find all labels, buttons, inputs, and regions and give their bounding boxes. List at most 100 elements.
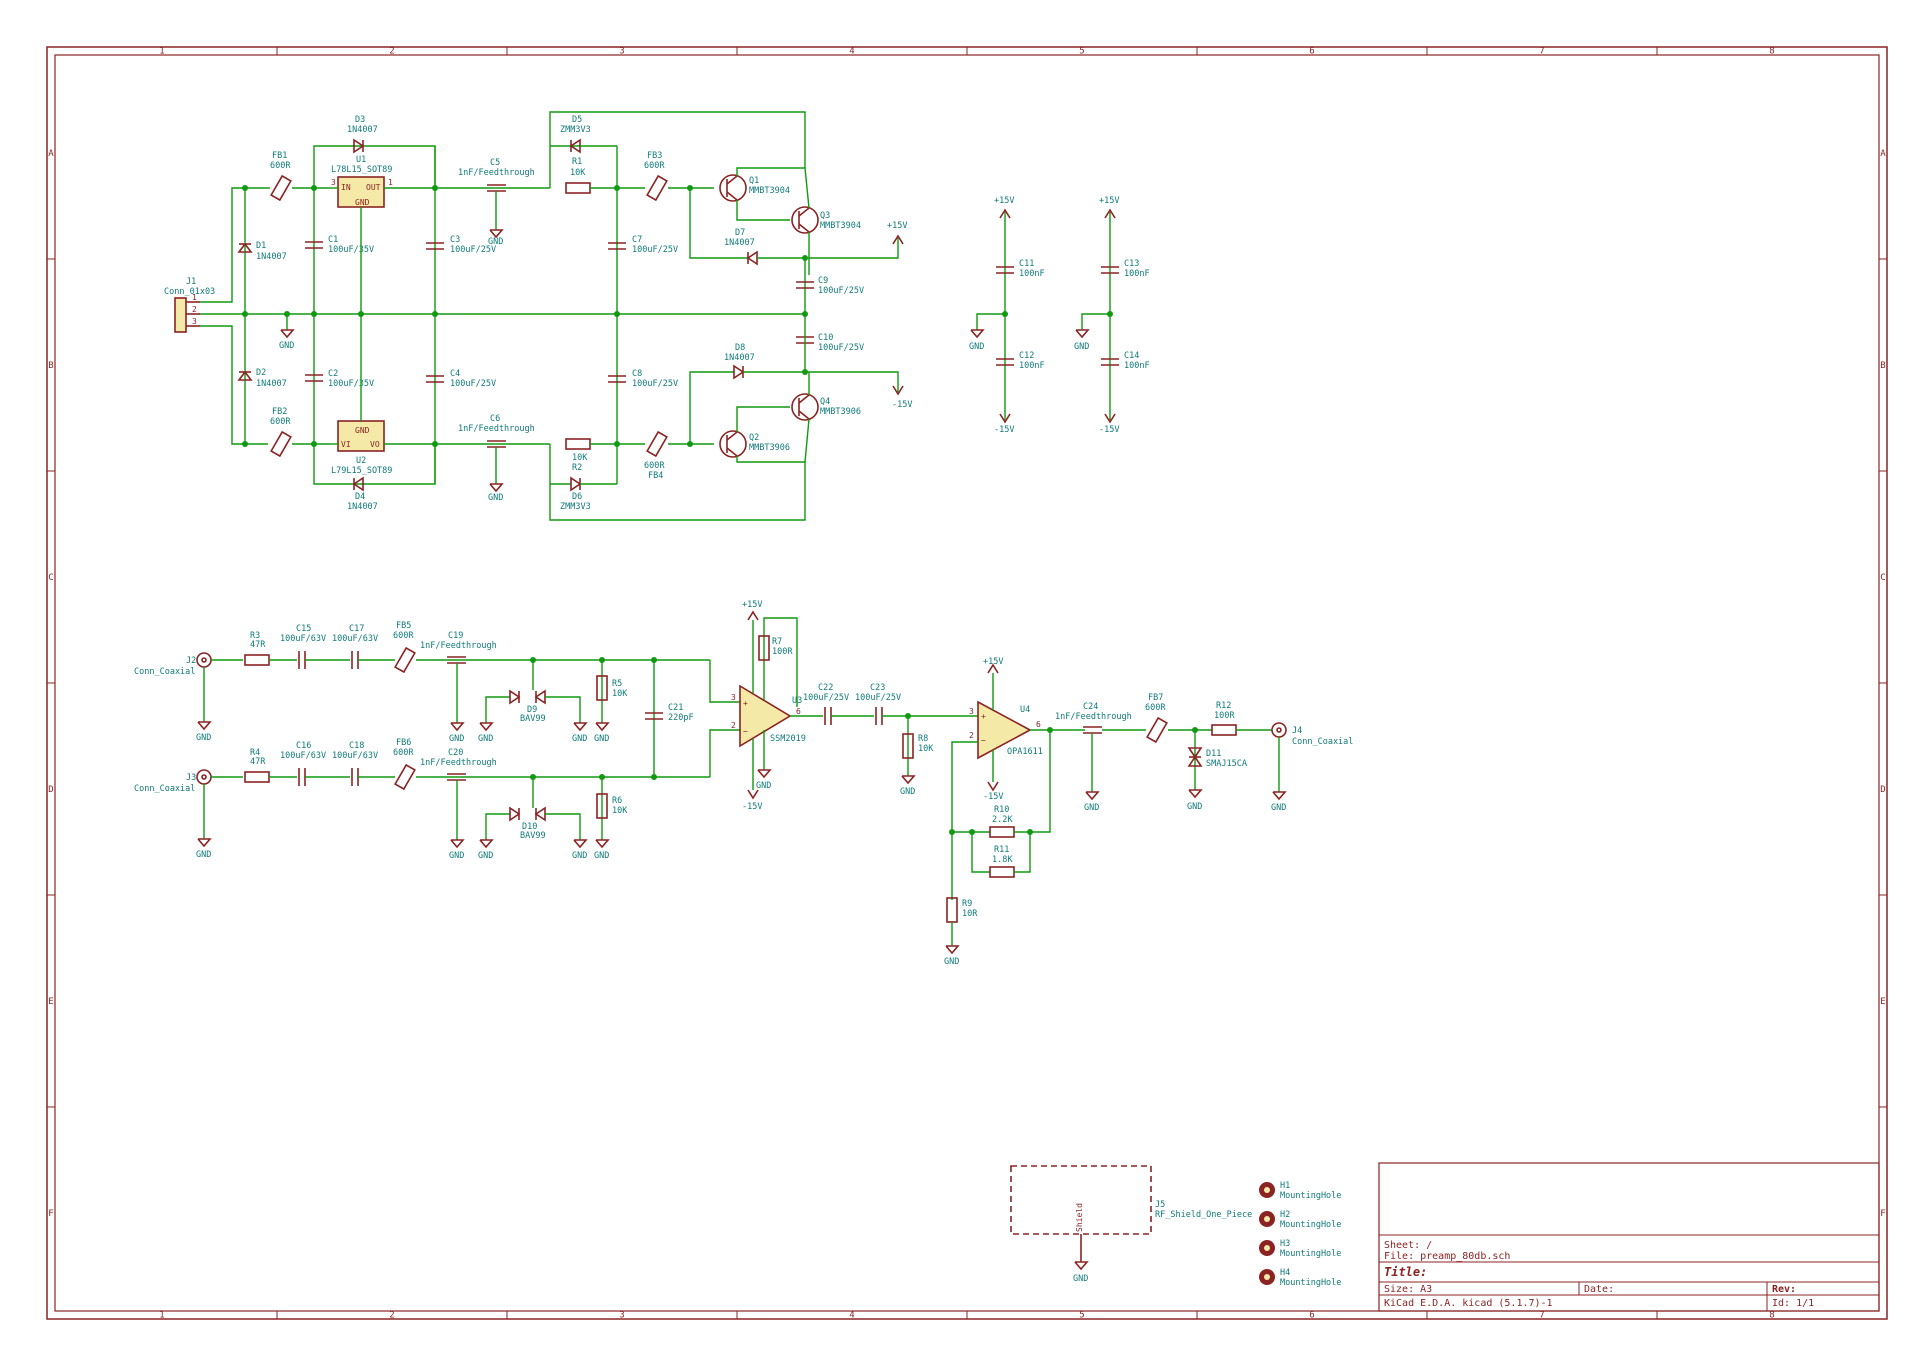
u4-p15: +15V [983,657,1003,667]
c18-value: 100uF/63V [332,751,378,761]
d4-value: 1N4007 [347,502,378,512]
fb4-value: 600R [644,461,665,471]
svg-text:6: 6 [796,707,801,716]
border-zone-label: B [48,361,53,371]
r10-value: 2.2K [992,815,1013,825]
border-zone-label: F [48,1209,53,1219]
j1-value: Conn_01x03 [164,287,215,297]
svg-text:3: 3 [969,707,974,716]
j4-value: Conn_Coaxial [1292,737,1353,747]
j1-ref: J1 [186,277,196,287]
c22-ref: C22 [818,683,833,693]
r1-ref: R1 [572,157,582,167]
j2-gnd: GND [196,733,211,743]
r9-ref: R9 [962,899,972,909]
c2-ref: C2 [328,369,338,379]
fb6-value: 600R [393,748,414,758]
c11-ref: C11 [1019,259,1034,269]
c6-gnd: GND [488,493,503,503]
c22-value: 100uF/25V [803,693,849,703]
q2-value: MMBT3906 [749,443,790,453]
svg-text:−: − [743,727,748,736]
c14-m15: -15V [1099,425,1119,435]
c5-gnd: GND [488,237,503,247]
border-zone-label: 5 [1079,1311,1084,1321]
title-block-id: Id: 1/1 [1772,1298,1814,1309]
border-zone-label: 8 [1769,1311,1774,1321]
q4-value: MMBT3906 [820,407,861,417]
sheet-border [46,46,1888,1320]
title-block-title: Title: [1384,1265,1427,1279]
c17-value: 100uF/63V [332,634,378,644]
c6-value: 1nF/Feedthrough [458,424,535,434]
border-zone-label: 5 [1079,47,1084,57]
c1-ref: C1 [328,235,338,245]
r5-gnd: GND [594,734,609,744]
c1-value: 100uF/35V [328,245,374,255]
border-zone-label: C [48,573,53,583]
q3-output-p15: +15V [887,221,907,231]
gnd-label: GND [279,341,294,351]
u1-ref: U1 [356,155,366,165]
d2-value: 1N4007 [256,379,287,389]
h4-value: MountingHole [1280,1278,1341,1288]
c8-ref: C8 [632,369,642,379]
c20-value: 1nF/Feedthrough [420,758,497,768]
h1-value: MountingHole [1280,1191,1341,1201]
h3-value: MountingHole [1280,1249,1341,1259]
c17-ref: C17 [349,624,364,634]
c23-ref: C23 [870,683,885,693]
c21-ref: C21 [668,703,683,713]
u1-value: L78L15_SOT89 [331,165,392,175]
c12-value: 100nF [1019,361,1045,371]
u4-m15: -15V [983,792,1003,802]
r6-gnd: GND [594,851,609,861]
r11-value: 1.8K [992,855,1013,865]
u2-pin-in: VI [341,440,351,449]
d5-ref: D5 [572,115,582,125]
d10-gnd-left: GND [478,851,493,861]
r7-value: 100R [772,647,793,657]
c5-value: 1nF/Feedthrough [458,168,535,178]
j3-ref: J3 [186,773,196,783]
u2-ref: U2 [356,456,366,466]
d10-ref: D10 [522,822,537,832]
d1-ref: D1 [256,241,266,251]
svg-text:3: 3 [192,317,197,326]
d2-ref: D2 [256,368,266,378]
c4-ref: C4 [450,369,460,379]
border-zone-label: 3 [619,1311,624,1321]
r9-value: 10R [962,909,978,919]
j4-ref: J4 [1292,726,1302,736]
svg-text:3: 3 [731,693,736,702]
svg-text:2: 2 [192,305,197,314]
j5-ref: J5 [1155,1200,1165,1210]
c9-ref: C9 [818,276,828,286]
r1-value: 10K [570,168,586,178]
title-block-sheet: Sheet: / [1384,1240,1432,1251]
c24-gnd: GND [1084,803,1099,813]
d1-value: 1N4007 [256,252,287,262]
r11-ref: R11 [994,845,1009,855]
border-zone-label: A [1880,149,1886,159]
border-zone-label: D [1880,785,1885,795]
fb5-value: 600R [393,631,414,641]
border-zone-label: E [1880,997,1885,1007]
fb3-value: 600R [644,161,665,171]
border-zone-label: 7 [1539,47,1544,57]
c6-ref: C6 [490,414,500,424]
border-zone-label: F [1880,1209,1885,1219]
r8-value: 10K [918,744,934,754]
d5-value: ZMM3V3 [560,125,591,135]
d4-ref: D4 [355,492,365,502]
border-zone-label: A [48,149,54,159]
h3-ref: H3 [1280,1239,1290,1249]
c18-ref: C18 [349,741,364,751]
d9-value: BAV99 [520,714,546,724]
c10-value: 100uF/25V [818,343,864,353]
fb4-ref: FB4 [648,471,663,481]
border-zone-label: 6 [1309,1311,1314,1321]
r12-ref: R12 [1216,701,1231,711]
c3-value: 100uF/25V [450,245,496,255]
border-zone-label: 8 [1769,47,1774,57]
